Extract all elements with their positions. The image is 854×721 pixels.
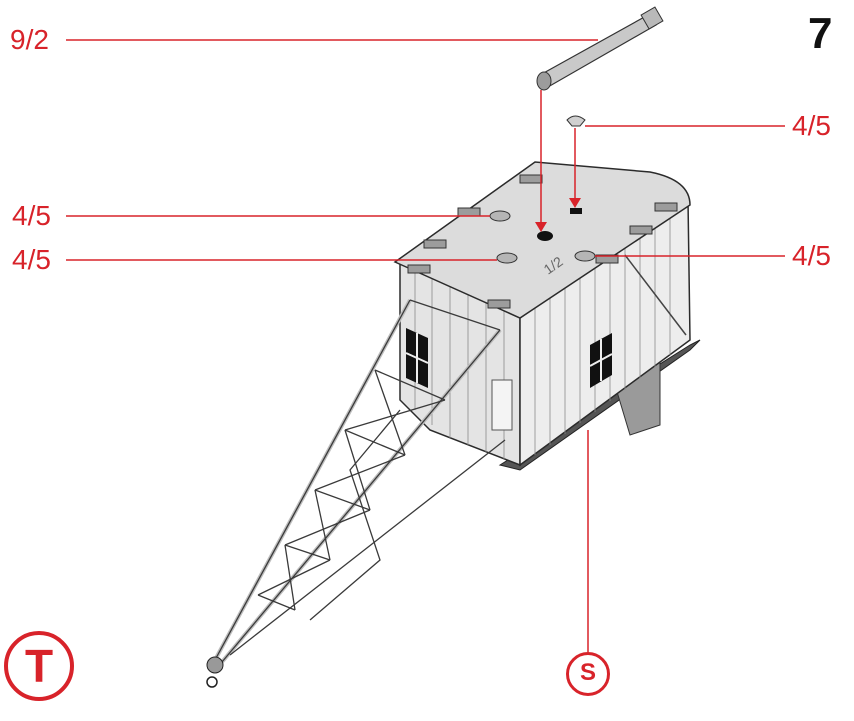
cabin-door-diagonal [624, 254, 687, 336]
jib-hook [206, 656, 224, 688]
roof-peg-upper-left [489, 210, 511, 222]
window-left [405, 328, 429, 388]
callout-peg-right: 4/5 [792, 240, 831, 271]
crane-jib [213, 299, 506, 664]
badge-s: S [566, 652, 610, 696]
badge-t: T [4, 631, 74, 701]
roof-peg-lower-left [496, 252, 518, 264]
peg-part [566, 115, 586, 127]
callout-axle-9-2: 9/2 [10, 24, 49, 55]
cabin-right-planks [534, 213, 671, 455]
cabin-side-door [491, 379, 513, 431]
axle-part [536, 6, 664, 91]
window-right [589, 333, 613, 388]
callout-peg-upper-left: 4/5 [12, 200, 51, 231]
callout-peg-lower-left: 4/5 [12, 244, 51, 275]
step-number: 7 [808, 9, 833, 58]
callout-arrowheads [535, 198, 581, 232]
roof-slot [570, 208, 582, 214]
callout-lines [66, 39, 785, 652]
roof-peg-right [574, 250, 596, 262]
roof-tabs [407, 174, 678, 309]
callout-peg-top-right: 4/5 [792, 110, 831, 141]
roof-hole-center [537, 231, 553, 241]
